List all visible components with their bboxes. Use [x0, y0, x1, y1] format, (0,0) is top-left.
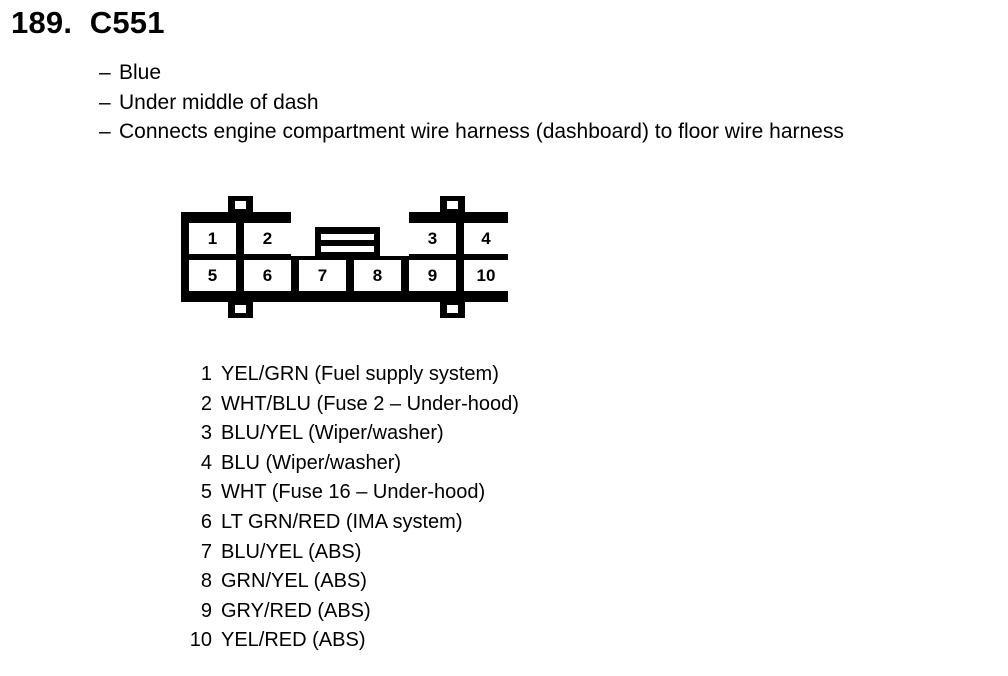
pin-legend-text: YEL/RED (ABS)	[221, 629, 366, 652]
pin-legend-row: 9 GRY/RED (ABS)	[186, 600, 519, 630]
pin-legend-text: YEL/GRN (Fuel supply system)	[221, 363, 499, 385]
latch-slot	[321, 246, 374, 252]
bullet-dash: –	[99, 90, 111, 114]
connector-diagram: 1 2 3 4 5 6 7 8 9 10	[181, 196, 509, 318]
description-text: Connects engine compartment wire harness…	[119, 120, 844, 143]
mounting-tab-top-left	[228, 196, 253, 216]
pin-legend-number: 9	[200, 599, 212, 622]
pin-legend-number: 2	[200, 392, 212, 415]
pin-legend-row: 3 BLU/YEL (Wiper/washer)	[186, 422, 519, 452]
description-list: –Blue –Under middle of dash –Connects en…	[99, 58, 999, 147]
pin-cell-10: 10	[464, 260, 508, 291]
description-line: –Blue	[99, 58, 999, 88]
description-line: –Under middle of dash	[99, 88, 999, 118]
pin-cell-8: 8	[354, 260, 401, 291]
description-text: Under middle of dash	[119, 90, 319, 114]
pin-cell-7: 7	[299, 260, 346, 291]
pin-cell-1: 1	[189, 223, 236, 254]
pin-legend-number: 6	[200, 510, 212, 533]
mounting-tab-top-right	[440, 196, 465, 216]
pin-cell-9: 9	[409, 260, 456, 291]
pin-legend-row: 6 LT GRN/RED (IMA system)	[186, 511, 519, 541]
mounting-tab-bottom-right	[440, 298, 465, 318]
latch-slot	[321, 234, 374, 240]
pin-cell-5: 5	[189, 260, 236, 291]
bullet-dash: –	[99, 120, 111, 143]
pin-legend-row: 2 WHT/BLU (Fuse 2 – Under-hood)	[186, 393, 519, 423]
pin-legend-row: 5 WHT (Fuse 16 – Under-hood)	[186, 481, 519, 511]
pin-legend-number: 8	[200, 570, 212, 593]
pin-legend-number: 4	[200, 451, 212, 474]
pin-cell-3: 3	[409, 223, 456, 254]
pin-legend-text: WHT (Fuse 16 – Under-hood)	[221, 481, 486, 504]
mounting-tab-bottom-left	[228, 298, 253, 318]
pin-legend-number: 3	[200, 422, 212, 445]
pin-legend-row: 4 BLU (Wiper/washer)	[186, 452, 519, 482]
pin-legend-text: BLU/YEL (Wiper/washer)	[221, 422, 444, 445]
pin-cell-4: 4	[464, 223, 508, 254]
pin-legend-list: 1 YEL/GRN (Fuel supply system) 2 WHT/BLU…	[186, 363, 519, 659]
pin-legend-number: 5	[200, 481, 212, 504]
pin-legend-row: 10 YEL/RED (ABS)	[186, 629, 519, 659]
pin-legend-text: BLU (Wiper/washer)	[221, 451, 402, 474]
pin-legend-text: WHT/BLU (Fuse 2 – Under-hood)	[221, 392, 519, 415]
pin-legend-number: 1	[200, 363, 212, 385]
connector-latch-icon	[315, 227, 380, 256]
pin-legend-text: GRN/YEL (ABS)	[221, 570, 367, 593]
description-line: –Connects engine compartment wire harnes…	[99, 117, 999, 147]
description-text: Blue	[119, 61, 162, 84]
pin-legend-row: 8 GRN/YEL (ABS)	[186, 570, 519, 600]
pin-legend-row: 1 YEL/GRN (Fuel supply system)	[186, 363, 519, 393]
bullet-dash: –	[99, 61, 111, 84]
pin-cell-6: 6	[244, 260, 291, 291]
page-title: 189. C551	[11, 5, 165, 40]
pin-legend-number: 10	[189, 629, 212, 652]
pin-legend-number: 7	[200, 540, 212, 563]
pin-cell-2: 2	[244, 223, 291, 254]
pin-legend-text: BLU/YEL (ABS)	[221, 540, 362, 563]
pin-legend-text: GRY/RED (ABS)	[221, 599, 371, 622]
pin-legend-text: LT GRN/RED (IMA system)	[221, 510, 463, 533]
pin-legend-row: 7 BLU/YEL (ABS)	[186, 541, 519, 571]
